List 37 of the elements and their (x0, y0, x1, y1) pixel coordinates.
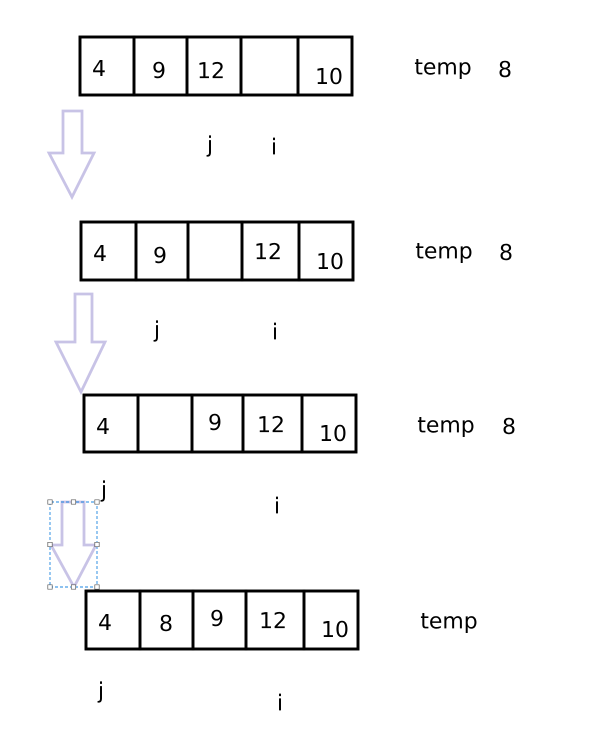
block-arrow (46, 110, 96, 200)
variable-name: temp (420, 613, 476, 633)
index-label: i (279, 694, 281, 710)
array-cell: 4 (80, 220, 138, 282)
array-cell: 10 (296, 36, 354, 96)
variable-value: 8 (500, 60, 510, 78)
array-cell: 12 (242, 394, 304, 454)
index-label: j (98, 681, 102, 703)
array-cell: 12 (186, 36, 242, 96)
array-cell: 12 (240, 220, 300, 282)
array-cell (136, 394, 194, 454)
index-label: j (154, 320, 158, 342)
variable-name: temp (416, 243, 472, 263)
block-arrow (54, 292, 108, 396)
array-cell: 9 (190, 394, 244, 454)
array-cell: 10 (302, 590, 360, 650)
array-cell: 8 (138, 590, 194, 650)
variable-value: 8 (504, 418, 514, 434)
array-cell: 10 (300, 394, 358, 454)
variable-value: 8 (500, 244, 512, 260)
index-label: j (100, 480, 105, 502)
array-cell: 9 (134, 220, 190, 282)
array-cell: 4 (78, 36, 136, 96)
index-label: i (273, 138, 275, 154)
array-cell: 4 (82, 394, 140, 454)
array-cell: 10 (298, 220, 354, 282)
array-cell: 9 (192, 590, 248, 650)
variable-name: temp (414, 59, 470, 79)
array-cell: 12 (244, 590, 306, 650)
variable-name: temp (418, 417, 474, 437)
array-cell (186, 220, 244, 282)
index-label: j (206, 135, 211, 157)
index-label: i (274, 322, 276, 340)
array-cell: 4 (84, 590, 142, 650)
index-label: i (276, 496, 278, 514)
array-cell: 9 (132, 36, 188, 96)
array-cell (240, 36, 300, 96)
